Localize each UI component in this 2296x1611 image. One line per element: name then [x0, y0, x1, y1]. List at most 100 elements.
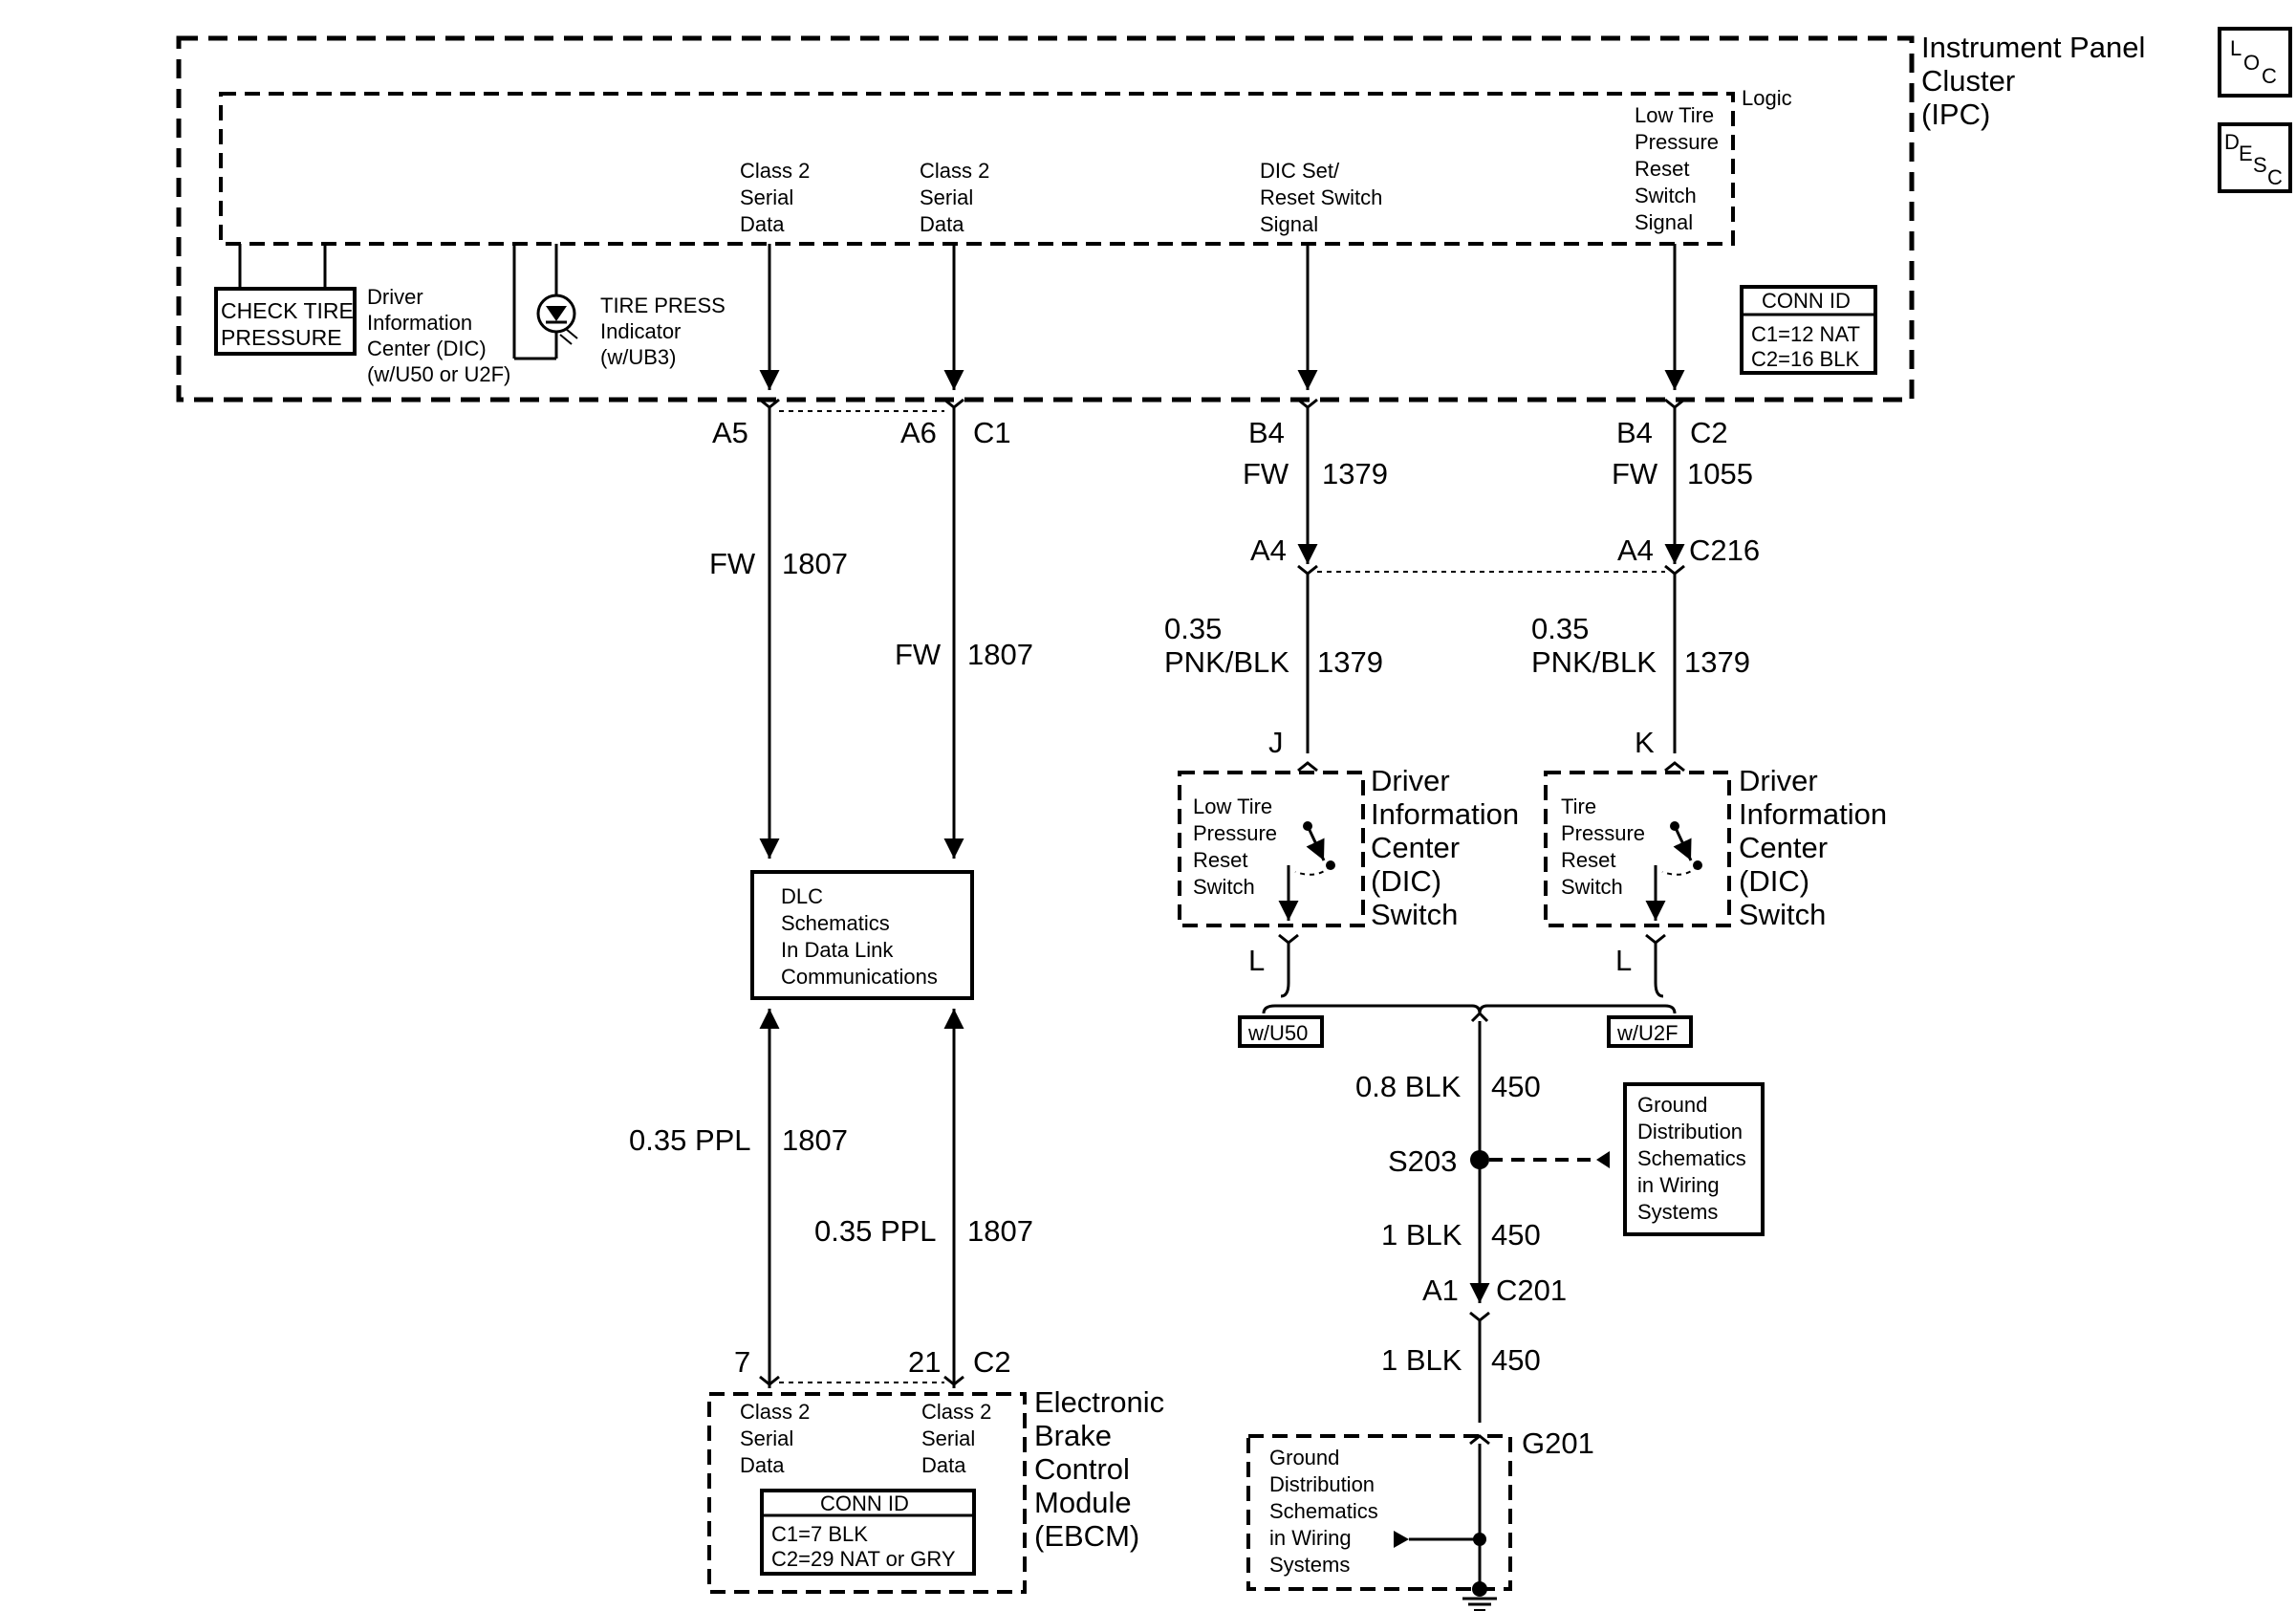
wire-label-fw-1379: FW	[1243, 457, 1289, 490]
ebcm-class2-a: Class 2 Serial Data	[740, 1400, 815, 1477]
ebcm-wire-21	[943, 1009, 964, 1388]
pin-c2-top: C2	[1690, 416, 1728, 449]
svg-text:O: O	[2243, 51, 2260, 75]
ground-dist-bottom-label: Ground Distribution Schematics in Wiring…	[1269, 1446, 1384, 1577]
tire-reset-switch-label: Tire Pressure Reset Switch	[1561, 795, 1651, 899]
wire-num-1807-c: 1807	[782, 1123, 848, 1157]
ground-distribution-box[interactable]: Ground Distribution Schematics in Wiring…	[1623, 1082, 1765, 1236]
pin-a5: A5	[712, 416, 748, 449]
svg-text:E: E	[2239, 142, 2253, 165]
ebcm-conn-id: CONN ID C1=7 BLK C2=29 NAT or GRY	[760, 1489, 976, 1576]
connector-c201: C201	[1496, 1274, 1567, 1307]
ipc-name: Instrument Panel Cluster (IPC)	[1921, 31, 2154, 131]
wire-label-ppl-a: 0.35 PPL	[629, 1123, 751, 1157]
svg-text:DLC Schematics In: DLC Schematics In Data Link Communicatio…	[781, 884, 938, 989]
ebcm-wire-7	[759, 1009, 780, 1388]
g201-ground-block: Ground Distribution Schematics in Wiring…	[1246, 1434, 1512, 1611]
ebcm-module: Class 2 Serial Data Class 2 Serial Data …	[707, 1392, 1027, 1594]
wire-num-1379: 1379	[1322, 457, 1388, 490]
wire-num-450-c: 450	[1491, 1343, 1541, 1377]
wire-num-450-b: 450	[1491, 1218, 1541, 1252]
wire-label-08blk: 0.8 BLK	[1355, 1070, 1462, 1103]
tire-press-label: TIRE PRESS Indicator (w/UB3)	[600, 294, 731, 369]
svg-text:C: C	[2267, 165, 2283, 189]
wire-label-fw-b: FW	[895, 638, 942, 671]
ebcm-name: Electronic Brake Control Module (EBCM)	[1034, 1385, 1173, 1553]
pin-k: K	[1635, 726, 1655, 759]
pin-c2-bottom: C2	[973, 1345, 1011, 1379]
wire-label-pnk-right: 0.35 PNK/BLK	[1531, 612, 1657, 679]
desc-icon[interactable]: D E S C	[2218, 122, 2292, 193]
wire-num-pnk-left: 1379	[1317, 645, 1383, 679]
ipc-conn-id: CONN ID C1=12 NAT C2=16 BLK	[1740, 285, 1877, 375]
pin-c1: C1	[973, 416, 1011, 449]
splice-s203-dot	[1470, 1150, 1489, 1169]
pin-j: J	[1268, 726, 1284, 759]
dic-set-label: DIC Set/ Reset Switch Signal	[1260, 159, 1389, 236]
svg-text:D: D	[2224, 130, 2240, 154]
pin-a4-left: A4	[1250, 533, 1287, 567]
ground-link-arrow	[1596, 1151, 1610, 1168]
splice-s203: S203	[1388, 1144, 1457, 1178]
pin-l-right: L	[1615, 944, 1632, 977]
ebcm-class2-b: Class 2 Serial Data	[921, 1400, 997, 1477]
pin-l-left: L	[1248, 944, 1265, 977]
svg-text:CONN ID: CONN ID	[820, 1491, 909, 1515]
dic-switch-left-name: Driver Information Center (DIC) Switch	[1371, 764, 1527, 931]
svg-text:C1=7 BLK C2=29 NAT or: C1=7 BLK C2=29 NAT or GRY	[771, 1522, 956, 1571]
class2-label-b: Class 2 Serial Data	[920, 159, 995, 236]
wire-b4-right	[1664, 244, 1685, 753]
dic-switch-left: Low Tire Pressure Reset Switch	[1178, 761, 1365, 998]
wire-label-pnk-left: 0.35 PNK/BLK	[1164, 612, 1289, 679]
wire-a6	[943, 244, 964, 859]
svg-text:CHECK TIRE PRESSURE: CHECK TIRE PRESSURE	[221, 298, 359, 350]
pin-21: 21	[908, 1345, 941, 1379]
wire-label-1blk-a: 1 BLK	[1381, 1218, 1462, 1252]
wire-num-450-a: 450	[1491, 1070, 1541, 1103]
class2-label-a: Class 2 Serial Data	[740, 159, 815, 236]
connector-c216: C216	[1689, 533, 1760, 567]
wire-num-1055: 1055	[1687, 457, 1753, 490]
wire-label-fw-1055: FW	[1612, 457, 1658, 490]
option-u50: w/U50	[1238, 1015, 1324, 1048]
dic-switch-right-name: Driver Information Center (DIC) Switch	[1739, 764, 1895, 931]
option-bus	[1262, 1004, 1677, 1023]
ipc-module: Instrument Panel Cluster (IPC) Logic CHE…	[176, 31, 2154, 403]
wire-label-1blk-b: 1 BLK	[1381, 1343, 1462, 1377]
ground-wire	[1469, 1021, 1490, 1423]
svg-text:S: S	[2253, 153, 2267, 177]
wire-num-1807-a: 1807	[782, 547, 848, 580]
svg-text:w/U2F: w/U2F	[1616, 1021, 1679, 1045]
svg-text:w/U50: w/U50	[1247, 1021, 1308, 1045]
wire-num-1807-b: 1807	[967, 638, 1033, 671]
dic-switch-right: Tire Pressure Reset Switch	[1544, 761, 1731, 998]
dic-label: Driver Information Center (DIC) (w/U50 o…	[367, 285, 510, 386]
svg-text:Ground Distribution: Ground Distribution Schematics in Wiring…	[1637, 1093, 1752, 1224]
pin-a6: A6	[900, 416, 937, 449]
check-tire-display: CHECK TIRE PRESSURE	[214, 244, 359, 356]
tire-press-indicator	[512, 244, 578, 360]
pin-a4-right: A4	[1617, 533, 1654, 567]
option-u2f: w/U2F	[1607, 1015, 1693, 1048]
wire-label-ppl-b: 0.35 PPL	[814, 1214, 937, 1248]
wire-a5	[759, 244, 780, 859]
svg-text:L: L	[2230, 36, 2242, 60]
pin-7: 7	[734, 1345, 750, 1379]
pin-a1: A1	[1422, 1274, 1459, 1307]
low-tire-switch-label: Low Tire Pressure Reset Switch	[1193, 795, 1283, 899]
wire-label-fw-a: FW	[709, 547, 756, 580]
wire-num-pnk-right: 1379	[1684, 645, 1750, 679]
wire-b4-left	[1297, 244, 1318, 753]
low-tire-signal-label: Low Tire Pressure Reset Switch Signal	[1635, 103, 1724, 234]
ground-g201: G201	[1522, 1426, 1594, 1460]
svg-text:C1=12 NAT C2=16 BLK: C1=12 NAT C2=16 BLK	[1751, 322, 1866, 371]
pin-b4-left: B4	[1248, 416, 1285, 449]
svg-text:CONN ID: CONN ID	[1762, 289, 1851, 313]
dlc-schematics-box[interactable]: DLC Schematics In Data Link Communicatio…	[750, 870, 974, 1000]
pin-b4-right: B4	[1616, 416, 1653, 449]
wire-num-1807-d: 1807	[967, 1214, 1033, 1248]
svg-text:C: C	[2262, 64, 2277, 88]
loc-icon[interactable]: L O C	[2218, 27, 2292, 98]
logic-label: Logic	[1742, 86, 1792, 110]
